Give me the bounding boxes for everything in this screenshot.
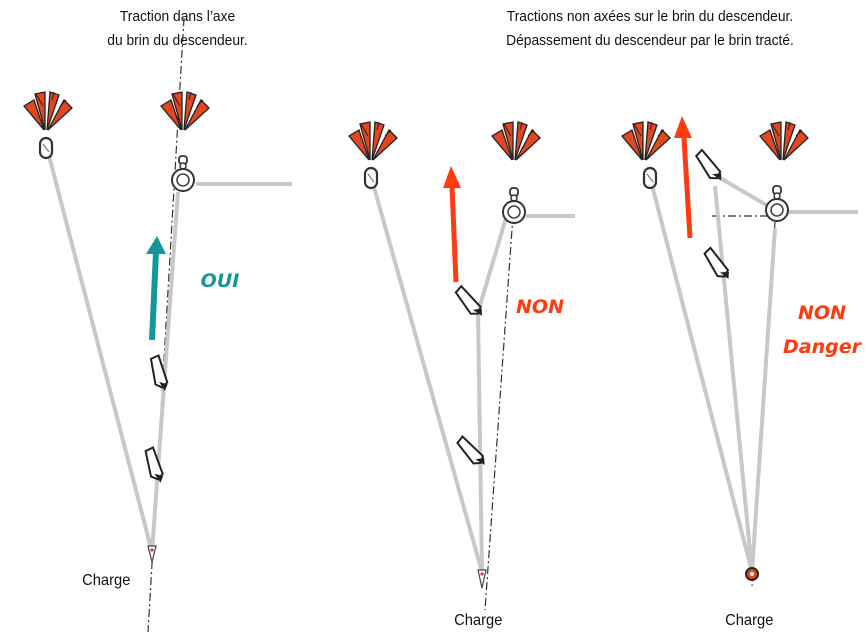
anchor-fan-icon bbox=[160, 91, 210, 131]
verdict-non: NON bbox=[505, 296, 575, 318]
load-point bbox=[477, 569, 487, 589]
load-point bbox=[147, 545, 157, 563]
verdict-line-danger: Danger bbox=[783, 336, 861, 358]
carabiner-icon bbox=[363, 166, 379, 190]
anchor-fan-icon bbox=[759, 121, 809, 161]
rope-grab-icon bbox=[144, 445, 166, 486]
pull-arrow-bad bbox=[681, 137, 693, 239]
panel-2 bbox=[348, 121, 575, 611]
caption-right-line1: Tractions non axées sur le brin du desce… bbox=[506, 8, 794, 25]
rope-center bbox=[713, 185, 754, 573]
caption-right: Tractions non axées sur le brin du desce… bbox=[461, 5, 838, 53]
descender-ring-icon bbox=[502, 187, 526, 224]
load-label: Charge bbox=[454, 612, 503, 629]
caption-right-line2: Dépassement du descendeur par le brin tr… bbox=[506, 32, 794, 49]
verdict-oui: OUI bbox=[190, 270, 250, 292]
rope-center bbox=[476, 311, 484, 573]
axis-line bbox=[484, 214, 514, 611]
rope-grab-icon bbox=[455, 433, 489, 471]
verdict-line: NON bbox=[516, 296, 564, 318]
rope-left bbox=[650, 184, 754, 573]
anchor-fan-icon bbox=[621, 121, 671, 161]
load-label: Charge bbox=[82, 572, 131, 589]
rope-grab-icon bbox=[694, 146, 726, 186]
verdict-non-danger: NON Danger bbox=[776, 296, 868, 364]
pull-arrow-bad-head bbox=[443, 166, 461, 188]
load-dot bbox=[480, 572, 484, 576]
verdict-line: OUI bbox=[200, 270, 240, 292]
pull-arrow-bad-head bbox=[674, 116, 692, 138]
rope-left bbox=[370, 179, 484, 573]
rope-diagonal bbox=[476, 217, 508, 313]
panel-3 bbox=[621, 116, 858, 587]
rope-right bbox=[150, 191, 180, 553]
pull-arrow-bad bbox=[449, 185, 459, 283]
load-dot bbox=[150, 548, 154, 552]
carabiner-icon bbox=[38, 136, 54, 160]
pulley-axle bbox=[750, 572, 754, 576]
anchor-fan-icon bbox=[491, 121, 541, 161]
pull-arrow-ok bbox=[149, 251, 159, 341]
rope-diagonal bbox=[713, 173, 770, 208]
verdict-line: NON bbox=[798, 302, 846, 324]
rope-left bbox=[45, 147, 154, 553]
panel-1 bbox=[23, 17, 292, 633]
descender-ring-icon bbox=[171, 155, 195, 192]
caption-left-line2: du brin du descendeur. bbox=[107, 32, 248, 49]
rope-to-descender bbox=[750, 227, 777, 573]
descender-ring-icon bbox=[765, 185, 789, 222]
caption-left-line1: Traction dans l’axe bbox=[119, 8, 236, 25]
anchor-fan-icon bbox=[23, 91, 73, 131]
caption-left: Traction dans l’axe du brin du descendeu… bbox=[69, 5, 285, 53]
load-label: Charge bbox=[725, 612, 774, 629]
rope-grab-icon bbox=[702, 244, 733, 285]
pull-arrow-ok-head bbox=[146, 236, 166, 254]
anchor-fan-icon bbox=[348, 121, 398, 161]
carabiner-icon bbox=[642, 166, 658, 190]
